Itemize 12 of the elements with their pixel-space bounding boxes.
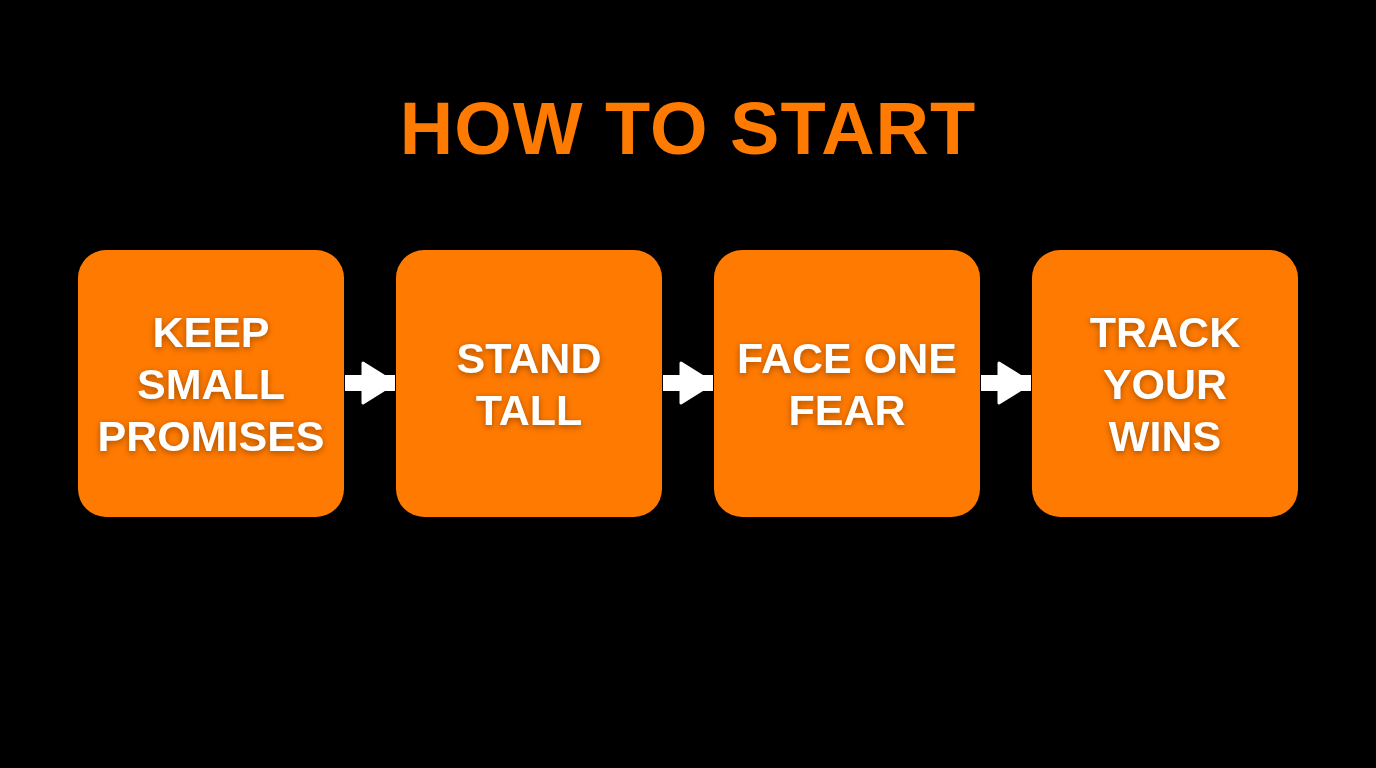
arrow	[663, 361, 715, 405]
step-box	[78, 250, 344, 517]
step-label: FACE ONE FEAR	[736, 332, 958, 436]
step-label: KEEP SMALL PROMISES	[96, 306, 326, 462]
title: HOW TO START	[399, 92, 977, 166]
step-box	[1032, 250, 1298, 517]
step-box	[714, 250, 980, 517]
step-label: STAND TALL	[455, 332, 603, 436]
step-label: TRACK YOUR WINS	[1088, 306, 1242, 462]
step-box	[396, 250, 662, 517]
arrow	[981, 361, 1033, 405]
arrow	[345, 361, 397, 405]
